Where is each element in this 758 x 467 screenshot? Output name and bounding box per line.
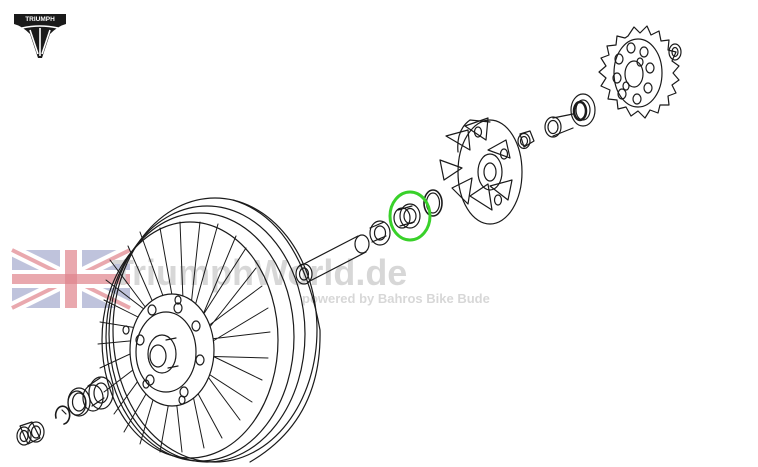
wheel-bearing-right <box>369 220 391 246</box>
circlip <box>54 405 71 425</box>
triumph-logo: TRIUMPH <box>14 14 66 58</box>
logo-text: TRIUMPH <box>25 16 55 23</box>
rear-sprocket <box>598 25 680 119</box>
highlight-ring <box>388 190 432 242</box>
left-spacer-washer <box>27 421 45 443</box>
wheel-hub <box>122 293 215 407</box>
axle-end-spacer <box>16 421 41 446</box>
watermark: TriumphWorld.de powered by Bahros Bike B… <box>9 244 490 314</box>
spoked-wheel <box>101 197 321 463</box>
wheel-seal-left <box>67 387 91 417</box>
sprocket-teeth <box>598 25 680 119</box>
sprocket-bore <box>624 60 644 88</box>
sprocket-washer <box>668 43 682 61</box>
watermark-subtitle: powered by Bahros Bike Bude <box>302 291 490 306</box>
highlighted-spacer-bearing[interactable] <box>388 190 432 242</box>
watermark-title: TriumphWorld.de <box>112 252 407 293</box>
wheel-bearing-left <box>82 376 114 412</box>
sprocket-spacer <box>517 130 535 150</box>
cush-drive-carrier <box>439 117 523 225</box>
sprocket-carrier-bearing <box>544 93 596 138</box>
